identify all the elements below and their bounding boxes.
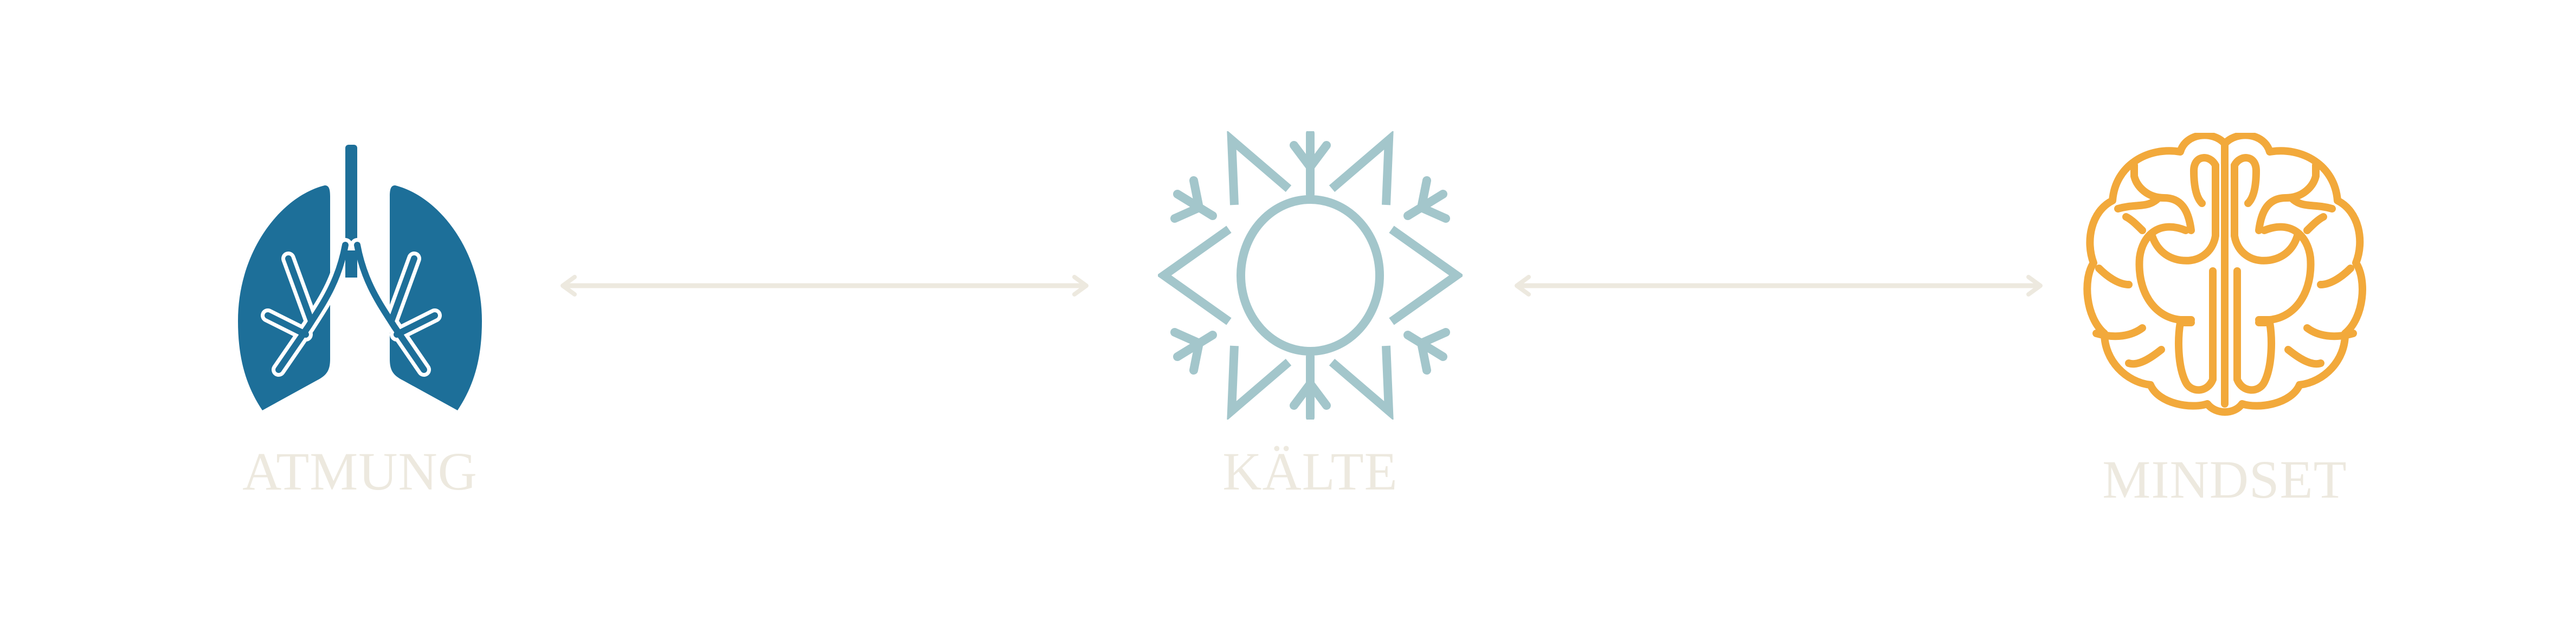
label-mindset: MINDSET: [2102, 449, 2347, 510]
label-kaelte: KÄLTE: [1222, 441, 1398, 501]
label-atmung: ATMUNG: [242, 441, 478, 501]
brain-icon: [2083, 133, 2366, 416]
double-arrow-icon: [561, 275, 1089, 297]
lungs-icon: [238, 145, 482, 410]
snowflake-icon: [1158, 131, 1463, 420]
double-arrow-icon: [1515, 275, 2043, 297]
